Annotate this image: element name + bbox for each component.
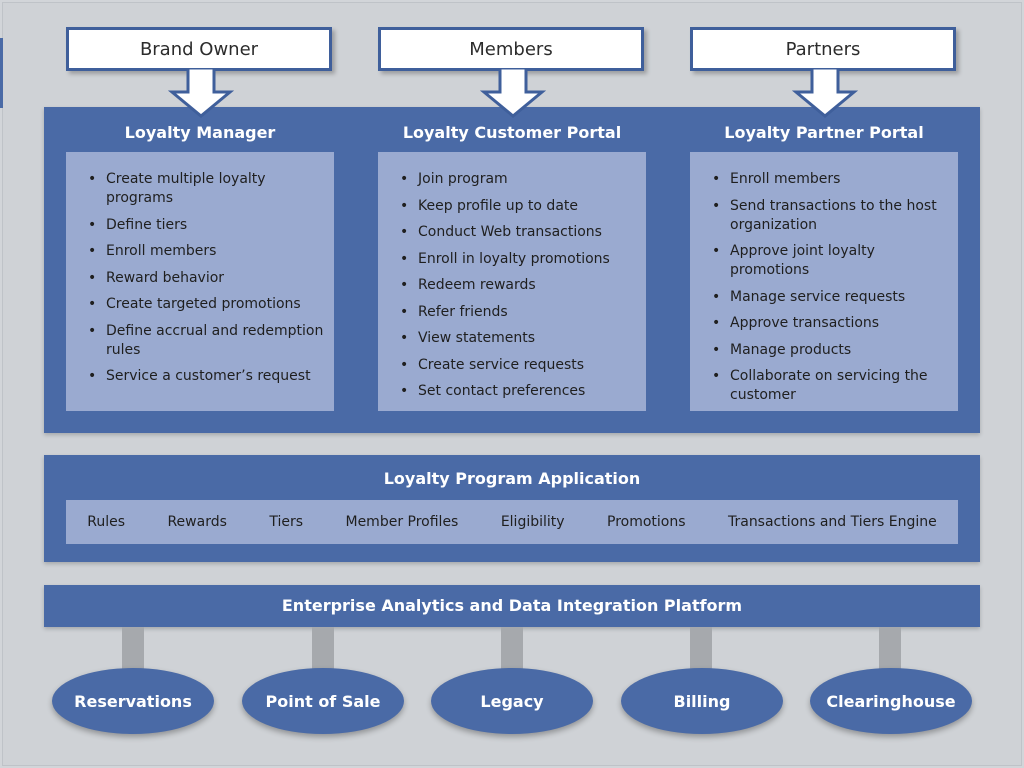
edge-mark: [0, 38, 3, 108]
panel-partner-portal: Enroll members Send transactions to the …: [690, 152, 958, 411]
list-item: Enroll members: [86, 242, 326, 261]
portal-title-loyalty-manager: Loyalty Manager: [124, 123, 276, 142]
system-billing: Billing: [621, 668, 783, 734]
list-item: Approve joint loyalty promotions: [710, 242, 950, 280]
list-item: Create service requests: [398, 356, 638, 375]
arrow-down-icon: [480, 68, 546, 118]
list-item: Manage products: [710, 341, 950, 360]
application-title: Loyalty Program Application: [383, 469, 641, 488]
connector: [501, 627, 523, 675]
list-item: Manage service requests: [710, 288, 950, 307]
panel-customer-portal: Join program Keep profile up to date Con…: [378, 152, 646, 411]
system-legacy: Legacy: [431, 668, 593, 734]
system-point-of-sale: Point of Sale: [242, 668, 404, 734]
list-item: View statements: [398, 329, 638, 348]
module-label: Tiers: [269, 514, 304, 530]
connector: [879, 627, 901, 675]
list-item: Redeem rewards: [398, 276, 638, 295]
list-item: Define accrual and redemption rules: [86, 322, 326, 360]
list-item: Set contact preferences: [398, 382, 638, 401]
module-label: Member Profiles: [345, 514, 459, 530]
actor-brand-owner: Brand Owner: [66, 27, 332, 71]
system-reservations: Reservations: [52, 668, 214, 734]
platform-band: [44, 585, 980, 627]
list-item: Create targeted promotions: [86, 295, 326, 314]
connector: [312, 627, 334, 675]
panel-loyalty-manager: Create multiple loyalty programs Define …: [66, 152, 334, 411]
actor-members: Members: [378, 27, 644, 71]
module-label: Rewards: [167, 514, 227, 530]
list-item: Refer friends: [398, 303, 638, 322]
list-item: Enroll members: [710, 170, 950, 189]
module-label: Eligibility: [500, 514, 565, 530]
list-item: Join program: [398, 170, 638, 189]
platform-title: Enterprise Analytics and Data Integratio…: [281, 596, 743, 615]
list-item: Keep profile up to date: [398, 197, 638, 216]
connector: [690, 627, 712, 675]
list-item: Approve transactions: [710, 314, 950, 333]
list-item: Send transactions to the host organizati…: [710, 197, 950, 235]
module-label: Transactions and Tiers Engine: [727, 514, 937, 530]
system-clearinghouse: Clearinghouse: [810, 668, 972, 734]
list-item: Service a customer’s request: [86, 367, 326, 386]
arrow-down-icon: [168, 68, 234, 118]
portal-title-customer-portal: Loyalty Customer Portal: [402, 123, 622, 142]
module-label: Promotions: [607, 514, 686, 530]
portal-title-partner-portal: Loyalty Partner Portal: [724, 123, 924, 142]
connector: [122, 627, 144, 675]
list-item: Define tiers: [86, 216, 326, 235]
arrow-down-icon: [792, 68, 858, 118]
list-item: Conduct Web transactions: [398, 223, 638, 242]
list-item: Create multiple loyalty programs: [86, 170, 326, 208]
application-modules: Rules Rewards Tiers Member Profiles Elig…: [66, 500, 958, 544]
module-label: Rules: [87, 514, 125, 530]
list-item: Collaborate on servicing the customer: [710, 367, 950, 405]
actor-partners: Partners: [690, 27, 956, 71]
list-item: Reward behavior: [86, 269, 326, 288]
list-item: Enroll in loyalty promotions: [398, 250, 638, 269]
